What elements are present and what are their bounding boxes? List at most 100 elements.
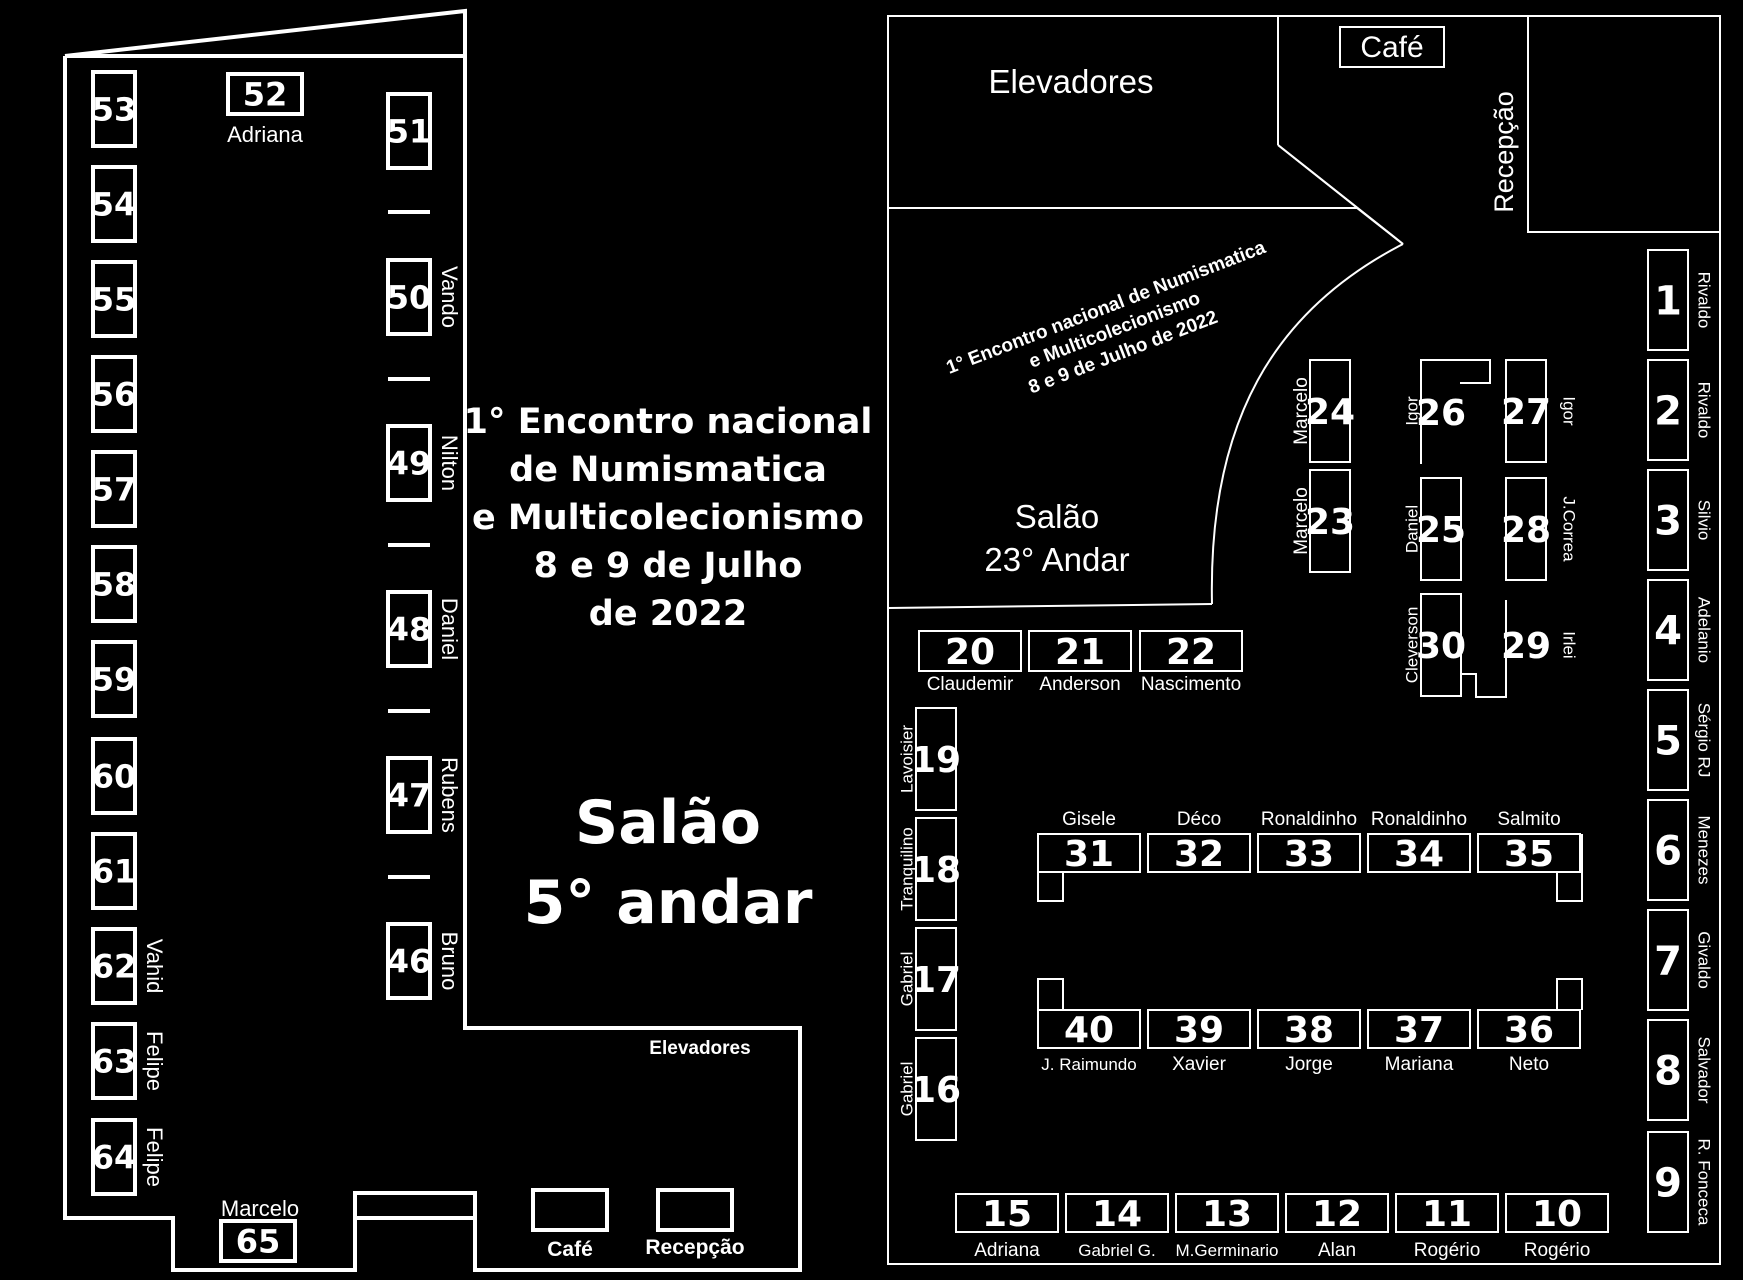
exhibitor-name: Sérgio RJ bbox=[1695, 703, 1714, 778]
table-number: 19 bbox=[911, 740, 961, 781]
table-number: 65 bbox=[236, 1223, 281, 1261]
exhibitor-name: Lavoisier bbox=[897, 725, 916, 793]
table-box bbox=[91, 70, 137, 148]
table-58: 58 bbox=[91, 545, 137, 623]
table-box bbox=[1139, 630, 1243, 672]
table-number: 16 bbox=[911, 1070, 961, 1111]
left-reception-counter bbox=[656, 1188, 734, 1232]
table-box bbox=[1647, 359, 1689, 461]
exhibitor-name: Anderson bbox=[1039, 674, 1120, 695]
exhibitor-name: Gabriel bbox=[897, 1062, 916, 1117]
left-hall-title: Salão 5° andar bbox=[524, 788, 813, 938]
table-box bbox=[1477, 1009, 1581, 1049]
left-cafe-counter bbox=[531, 1188, 609, 1232]
exhibitor-name: Mariana bbox=[1385, 1054, 1454, 1075]
table-number: 46 bbox=[387, 943, 432, 981]
table-number: 62 bbox=[92, 948, 137, 986]
table-box bbox=[1037, 833, 1141, 873]
table-box bbox=[91, 737, 137, 815]
exhibitor-name: Felipe bbox=[142, 1127, 167, 1187]
table-box bbox=[1647, 579, 1689, 681]
table-box bbox=[1647, 469, 1689, 571]
svg-text:1° Encontro nacional: 1° Encontro nacional bbox=[464, 402, 873, 442]
table-number: 36 bbox=[1504, 1010, 1554, 1051]
exhibitor-name: Vando bbox=[437, 266, 462, 328]
table-box bbox=[1647, 909, 1689, 1011]
table-number: 56 bbox=[92, 376, 137, 414]
table-box bbox=[915, 1037, 957, 1141]
table-number: 7 bbox=[1654, 938, 1682, 984]
exhibitor-name: R. Fonceca bbox=[1695, 1139, 1714, 1226]
table-box bbox=[386, 424, 432, 502]
table-box bbox=[91, 927, 137, 1005]
table-number: 2 bbox=[1654, 388, 1682, 434]
table-box bbox=[91, 832, 137, 910]
exhibitor-name: Menezes bbox=[1695, 816, 1714, 885]
table-box bbox=[915, 927, 957, 1031]
table-number: 6 bbox=[1654, 828, 1682, 874]
table-51: 51 bbox=[386, 92, 432, 170]
table-number: 39 bbox=[1174, 1010, 1224, 1051]
table-60: 60 bbox=[91, 737, 137, 815]
table-number: 29 bbox=[1501, 626, 1551, 667]
exhibitor-name: Irlei bbox=[1560, 631, 1579, 658]
right-cafe-box bbox=[1339, 26, 1445, 68]
svg-text:e Multicolecionismo: e Multicolecionismo bbox=[472, 498, 864, 538]
exhibitor-name: Cleverson bbox=[1402, 607, 1421, 684]
table-box bbox=[1285, 1193, 1389, 1233]
table-number: 60 bbox=[92, 758, 137, 796]
table-number: 1 bbox=[1654, 278, 1682, 324]
exhibitor-name: Tranquilino bbox=[897, 827, 916, 910]
exhibitor-name: Rogério bbox=[1524, 1240, 1591, 1261]
table-number: 18 bbox=[911, 850, 961, 891]
table-box bbox=[91, 355, 137, 433]
table-number: 35 bbox=[1504, 834, 1554, 875]
table-number: 50 bbox=[387, 279, 432, 317]
table-box bbox=[219, 1219, 297, 1263]
table-box bbox=[386, 590, 432, 668]
table-number: 24 bbox=[1305, 392, 1355, 433]
left-reception-label: Recepção bbox=[645, 1236, 744, 1259]
table-box bbox=[386, 92, 432, 170]
exhibitor-name: Bruno bbox=[437, 932, 462, 991]
table-number: 63 bbox=[92, 1043, 137, 1081]
table-55: 55 bbox=[91, 260, 137, 338]
table-box bbox=[1505, 359, 1547, 463]
exhibitor-name: Gabriel bbox=[897, 952, 916, 1007]
table-box bbox=[91, 165, 137, 243]
left-event-title: 1° Encontro nacional de Numismatica e Mu… bbox=[464, 402, 873, 634]
table-box bbox=[226, 72, 304, 116]
table-number: 49 bbox=[387, 445, 432, 483]
table-number: 52 bbox=[243, 76, 288, 114]
exhibitor-name: Daniel bbox=[437, 598, 462, 660]
table-box bbox=[1647, 1131, 1689, 1233]
table-box bbox=[1420, 593, 1462, 697]
table-57: 57 bbox=[91, 450, 137, 528]
left-floor-walls bbox=[63, 8, 802, 1272]
table-box bbox=[1647, 689, 1689, 791]
table-box bbox=[1647, 799, 1689, 901]
right-elevators-label: Elevadores bbox=[988, 63, 1153, 100]
table-number: 9 bbox=[1654, 1160, 1682, 1206]
table-box bbox=[1065, 1193, 1169, 1233]
table-box bbox=[915, 707, 957, 811]
exhibitor-name: Nascimento bbox=[1141, 674, 1241, 695]
exhibitor-name: Igor bbox=[1402, 396, 1421, 426]
